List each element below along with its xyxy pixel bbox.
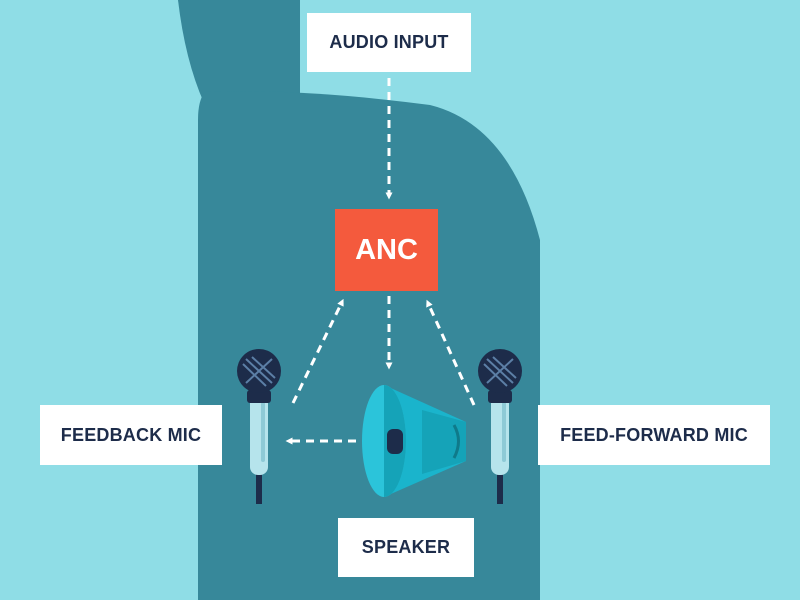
speaker-icon — [362, 385, 466, 497]
feed-forward-mic-icon — [478, 349, 522, 504]
anc-block — [335, 209, 438, 291]
flow-arrows — [285, 78, 476, 445]
feedback-mic-icon — [237, 349, 281, 504]
speaker-label: SPEAKER — [338, 518, 474, 577]
feedback-mic-label: FEEDBACK MIC — [40, 405, 222, 465]
headphone-silhouette — [178, 0, 540, 600]
arrow-ff-mic-to-anc — [426, 299, 476, 406]
audio-input-label: AUDIO INPUT — [307, 13, 471, 72]
arrow-feedback-mic-to-anc — [291, 298, 344, 404]
feed-forward-mic-label: FEED-FORWARD MIC — [538, 405, 770, 465]
anc-label: ANC — [355, 233, 418, 266]
